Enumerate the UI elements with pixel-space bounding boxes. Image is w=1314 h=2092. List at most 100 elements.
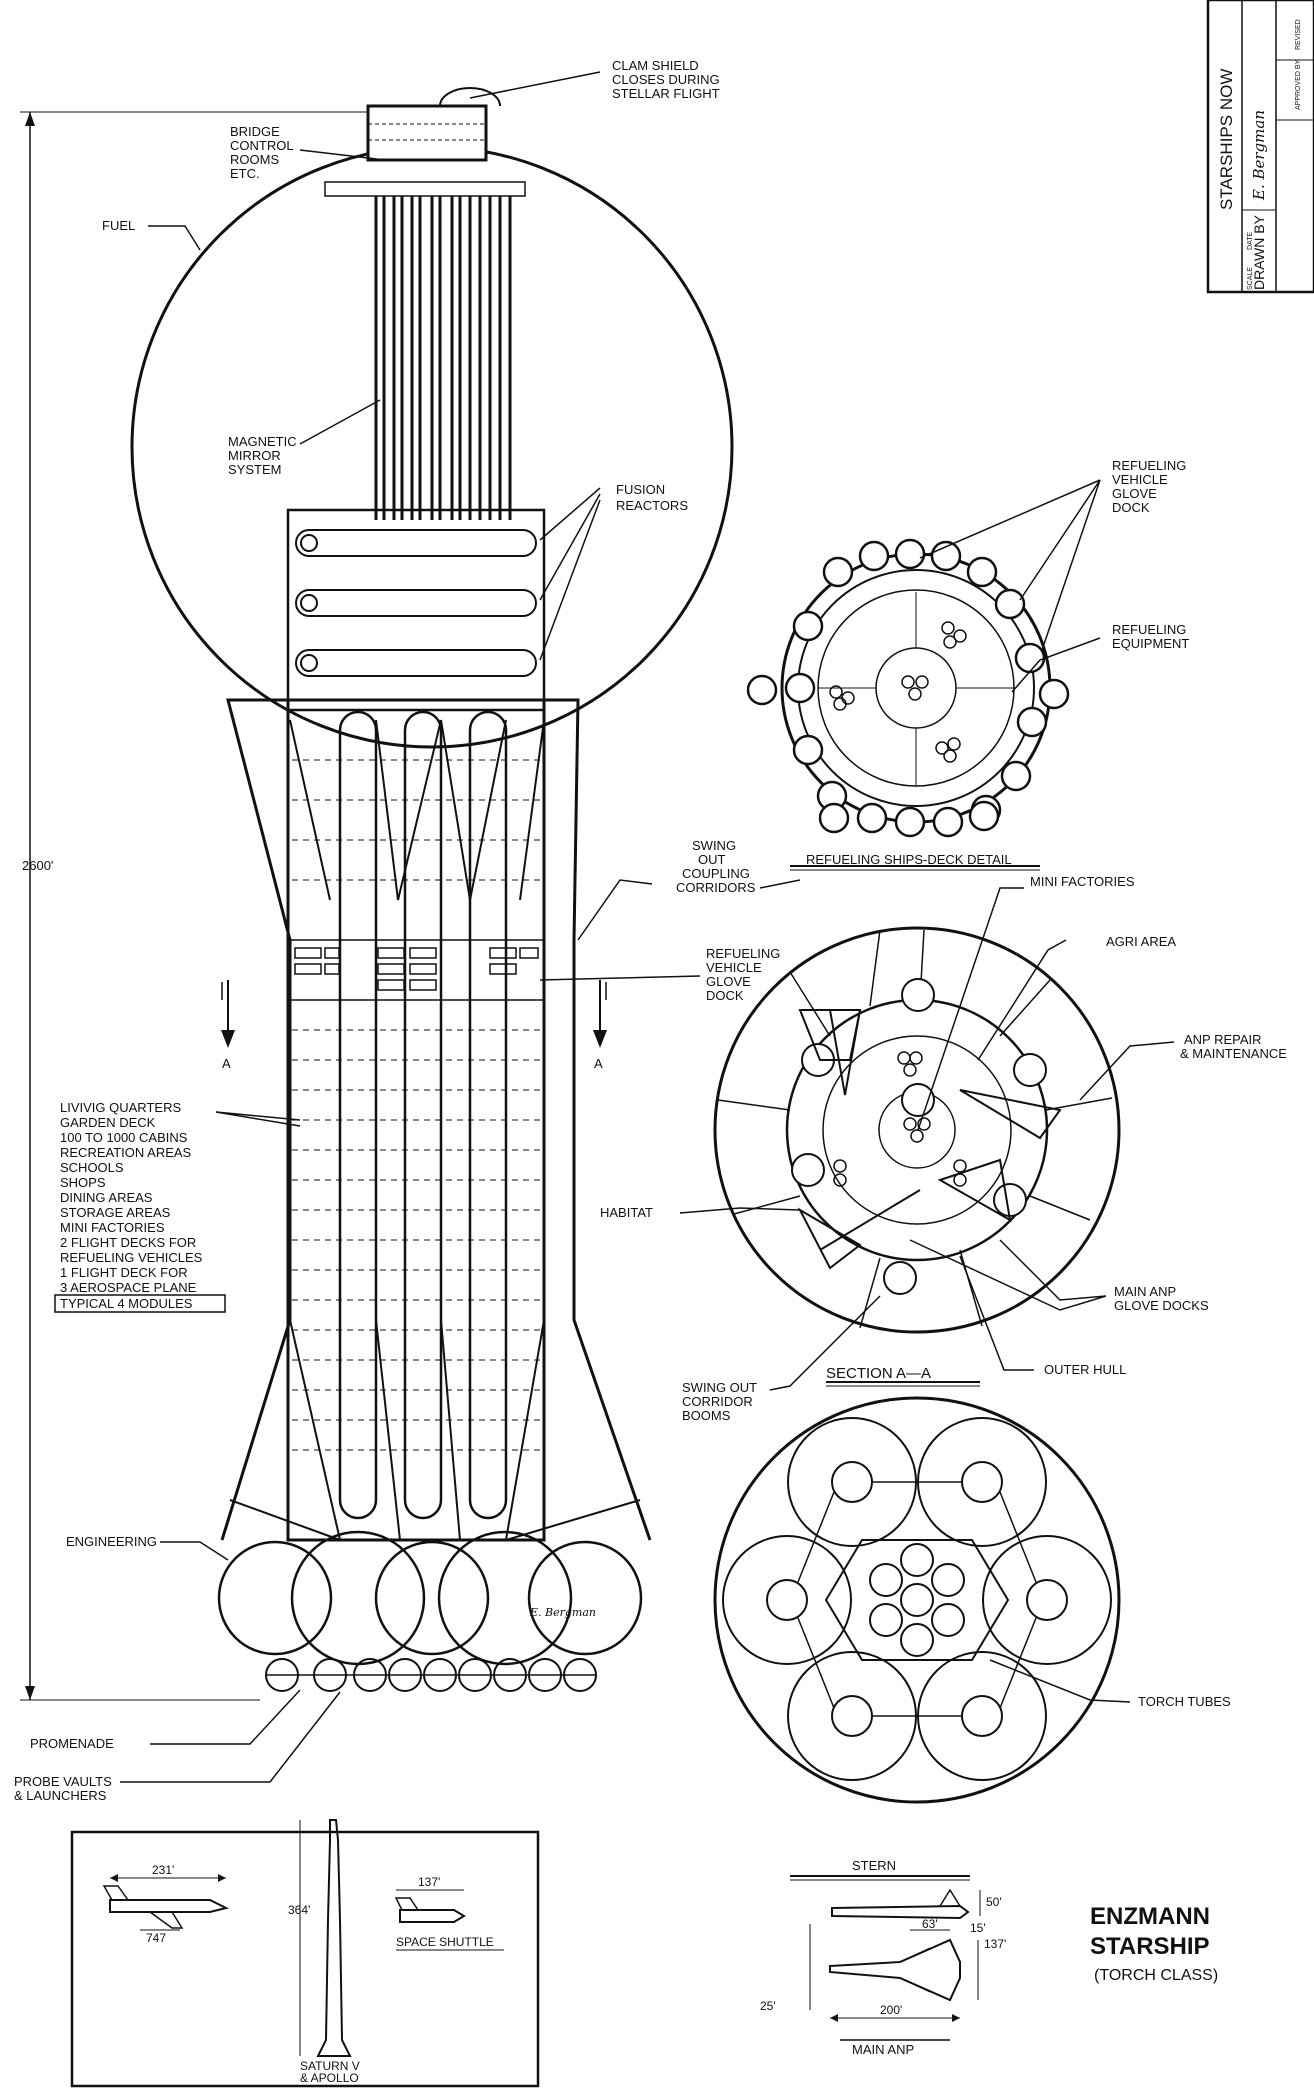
- project-title: STARSHIPS NOW: [1217, 69, 1236, 210]
- comparison-frame: [70, 1830, 540, 2088]
- label-mini-factories: MINI FACTORIES: [1030, 874, 1135, 889]
- ship-elevation: A A E. Bergman: [14, 58, 780, 1803]
- label-refueling-glove-dock: REFUELING: [706, 946, 780, 961]
- saturn-v-outline: [316, 1819, 352, 2057]
- title-starship: STARSHIP: [1090, 1933, 1210, 1960]
- label-refueling-equipment: REFUELING: [1112, 622, 1186, 637]
- label-lq-11: REFUELING VEHICLES: [60, 1250, 203, 1265]
- section-a-a: MINI FACTORIES AGRI AREA ANP REPAIR & MA…: [600, 874, 1287, 1423]
- b747-dimension: 231': [152, 1863, 174, 1877]
- outer-hull-circle: [713, 926, 1121, 1334]
- label-fuel: FUEL: [102, 218, 135, 233]
- swing-out-booms: [791, 978, 1047, 1295]
- label-lq-13: 3 AEROSPACE PLANE: [60, 1280, 197, 1295]
- label-swing-out-coupling: SWING: [692, 838, 736, 853]
- label-refueling-glove-dock-3: GLOVE: [706, 974, 751, 989]
- label-living-quarters: LIVIVIG QUARTERS: [60, 1100, 181, 1115]
- torch-core-tubes: [869, 1543, 965, 1657]
- bridge-block: [366, 104, 488, 162]
- refueling-vehicles-ring: [746, 538, 1070, 838]
- anp-side-view: [831, 1904, 970, 1920]
- label-promenade: PROMENADE: [30, 1736, 114, 1751]
- label-fusion-reactors-2: REACTORS: [616, 498, 688, 513]
- caption-main-anp: MAIN ANP: [852, 2042, 914, 2057]
- section-spokes: [717, 929, 1113, 1329]
- label-swing-out-coupling-4: CORRIDORS: [676, 880, 756, 895]
- space-shuttle-outline: [399, 1909, 466, 1923]
- caption-section-aa: SECTION A—A: [826, 1365, 931, 1382]
- label-swing-out-booms: SWING OUT: [682, 1380, 757, 1395]
- label-stern: STERN: [852, 1858, 896, 1873]
- dim-200: 200': [880, 2003, 902, 2017]
- saturn-name: SATURN V: [300, 2059, 360, 2073]
- torch-small-circles: [766, 1461, 1068, 1737]
- label-deck-refueling-4: DOCK: [1112, 500, 1150, 515]
- dim-25: 25': [760, 1999, 776, 2013]
- label-deck-refueling: REFUELING: [1112, 458, 1186, 473]
- label-lq-7: DINING AREAS: [60, 1190, 153, 1205]
- label-engineering: ENGINEERING: [66, 1534, 157, 1549]
- fuel-clusters: [829, 621, 967, 763]
- label-lq-12: 1 FLIGHT DECK FOR: [60, 1265, 188, 1280]
- torch-cross-section: TORCH TUBES: [713, 1396, 1231, 1804]
- refueling-deck-detail: REFUELING VEHICLE GLOVE DOCK REFUELING E…: [746, 458, 1189, 889]
- section-marker-right: A: [593, 980, 607, 1071]
- label-main-anp-docks-2: GLOVE DOCKS: [1114, 1298, 1209, 1313]
- fusion-reactors: [295, 529, 537, 677]
- label-swing-out-booms-3: BOOMS: [682, 1408, 731, 1423]
- boeing-747-outline: [109, 1899, 229, 1913]
- typical-modules-box: [54, 1294, 226, 1313]
- label-bridge: BRIDGE: [230, 124, 280, 139]
- label-clam-shield-3: STELLAR FLIGHT: [612, 86, 720, 101]
- label-lq-4: RECREATION AREAS: [60, 1145, 192, 1160]
- label-deck-refueling-3: GLOVE: [1112, 486, 1157, 501]
- elevation-leaders: [120, 71, 701, 1783]
- habitat-hull: [286, 698, 546, 1542]
- saturn-name-2: & APOLLO: [300, 2071, 359, 2085]
- title-signature: E. Bergman: [1250, 110, 1268, 201]
- label-lq-8: STORAGE AREAS: [60, 1205, 171, 1220]
- torch-outer-circle: [713, 1396, 1121, 1804]
- label-outer-hull: OUTER HULL: [1044, 1362, 1126, 1377]
- elevation-labels: CLAM SHIELD CLOSES DURING STELLAR FLIGHT…: [22, 58, 780, 1295]
- deck-lines: [292, 759, 540, 1451]
- dim-63: 63': [922, 1917, 938, 1931]
- promenade-spheres: [265, 1658, 597, 1692]
- label-swing-out-booms-2: CORRIDOR: [682, 1394, 753, 1409]
- label-lq-10: 2 FLIGHT DECKS FOR: [60, 1235, 196, 1250]
- date-label: DATE: [1247, 232, 1254, 250]
- title-enzmann: ENZMANN: [1090, 1903, 1210, 1930]
- fuel-cluster-section: [833, 1051, 967, 1187]
- label-fusion-reactors: FUSION: [616, 482, 665, 497]
- label-bridge-2: CONTROL: [230, 138, 294, 153]
- section-a-right: A: [594, 1056, 603, 1071]
- section-a-left: A: [222, 1056, 231, 1071]
- torch-tubes-elevation: [338, 710, 508, 1520]
- label-anp-repair-2: & MAINTENANCE: [1180, 1046, 1287, 1061]
- shuttle-name: SPACE SHUTTLE: [396, 1935, 494, 1949]
- label-main-anp-docks: MAIN ANP: [1114, 1284, 1176, 1299]
- label-magnetic-mirror: MAGNETIC: [228, 434, 297, 449]
- label-clam-shield-2: CLOSES DURING: [612, 72, 720, 87]
- left-strake: [220, 698, 292, 1541]
- label-probe-vaults: PROBE VAULTS: [14, 1774, 112, 1789]
- label-lq-3: 100 TO 1000 CABINS: [60, 1130, 188, 1145]
- ship-signature: E. Bergman: [529, 1606, 596, 1619]
- label-bridge-3: ROOMS: [230, 152, 279, 167]
- caption-deck-detail: REFUELING SHIPS-DECK DETAIL: [806, 852, 1012, 867]
- engineering-spheres: [217, 1530, 643, 1666]
- size-comparison-box: 231' 747 364' SATURN V & APOLLO 137' SPA…: [70, 1819, 540, 2088]
- label-lq-5: SCHOOLS: [60, 1160, 124, 1175]
- clam-shield-dome: [439, 87, 501, 107]
- main-title: ENZMANN STARSHIP (TORCH CLASS): [1090, 1903, 1218, 1984]
- label-clam-shield: CLAM SHIELD: [612, 58, 699, 73]
- reactor-module: [286, 508, 546, 712]
- label-refueling-glove-dock-4: DOCK: [706, 988, 744, 1003]
- approved-by-label: APPROVED BY: [1295, 59, 1302, 110]
- dim-15: 15': [970, 1921, 986, 1935]
- revised-label: REVISED: [1295, 19, 1302, 50]
- label-deck-refueling-2: VEHICLE: [1112, 472, 1168, 487]
- label-swing-out-coupling-3: COUPLING: [682, 866, 750, 881]
- main-anp-detail: STERN 50' 15' 63' 137' 25' 200' MAIN ANP: [760, 1858, 1006, 2057]
- label-lq-2: GARDEN DECK: [60, 1115, 156, 1130]
